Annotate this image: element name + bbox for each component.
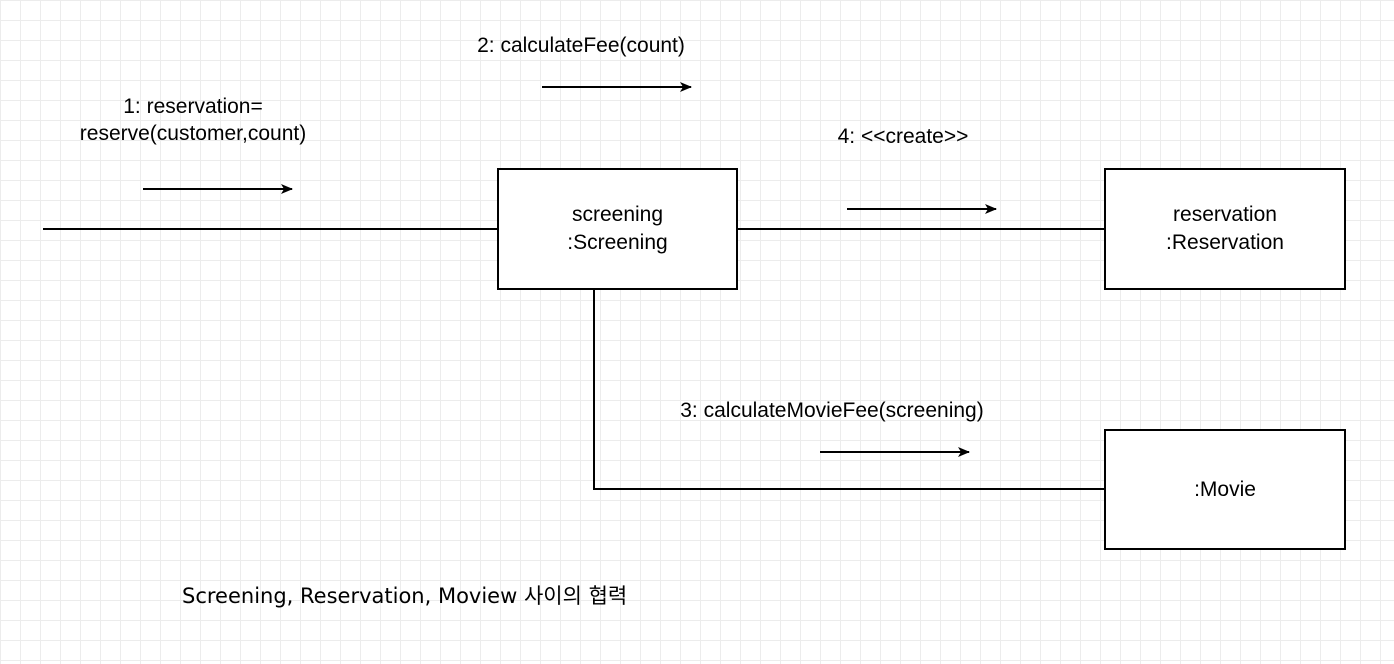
calculate-movie-fee-message-label: 3: calculateMovieFee(screening) [680, 399, 984, 422]
reservation-object-name: reservation [1173, 203, 1277, 226]
calculate-fee-message-label: 2: calculateFee(count) [477, 34, 685, 57]
reserve-message-line2: reserve(customer,count) [79, 122, 307, 145]
screening-object[interactable]: screening :Screening [497, 168, 738, 290]
screening-object-name: screening [571, 203, 664, 226]
diagram-caption: Screening, Reservation, Moview 사이의 협력 [182, 584, 628, 608]
link-screening-movie [593, 289, 1105, 490]
create-message-label: 4: <<create>> [837, 125, 969, 148]
reservation-object[interactable]: reservation :Reservation [1104, 168, 1346, 290]
screening-object-type: :Screening [567, 231, 668, 254]
reserve-message-label: 1: reservation= reserve(customer,count) [43, 93, 343, 147]
reserve-message-line1: 1: reservation= [123, 95, 263, 118]
reservation-object-type: :Reservation [1166, 231, 1284, 254]
movie-object[interactable]: :Movie [1104, 429, 1346, 550]
movie-object-type: :Movie [1194, 477, 1256, 501]
